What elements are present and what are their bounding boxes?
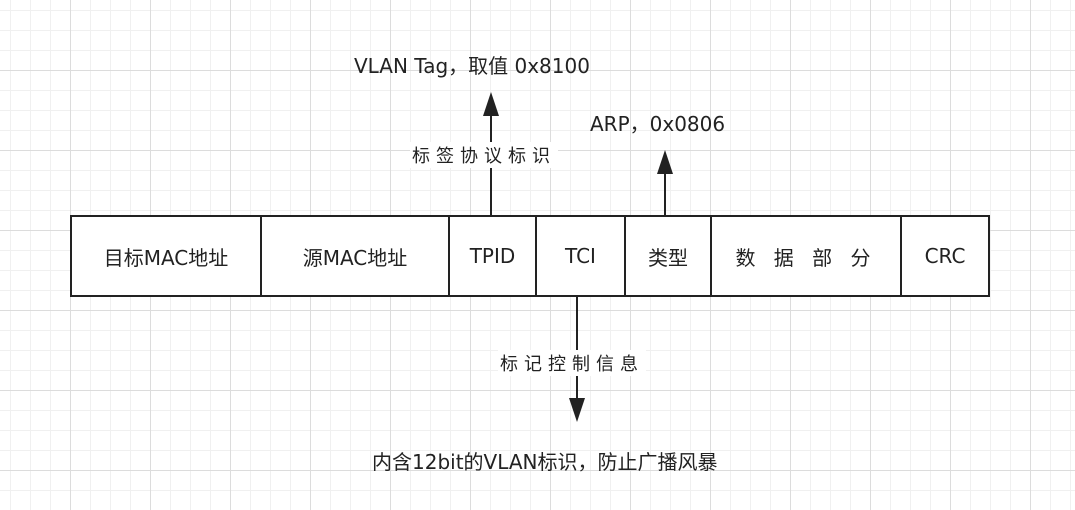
tci-meaning-label: 标记控制信息: [498, 350, 646, 376]
tpid-arrowhead-icon: [483, 92, 499, 116]
type-value-label: ARP，0x0806: [590, 112, 726, 136]
field-crc: CRC: [924, 244, 966, 268]
field-dest-mac: 目标MAC地址: [72, 217, 262, 295]
field-tci: TCI: [537, 217, 626, 295]
tpid-value-label: VLAN Tag，取值 0x8100: [354, 54, 590, 78]
type-connector: [664, 170, 666, 215]
type-arrowhead-icon: [657, 150, 673, 174]
tpid-meaning-label: 标签协议标识: [410, 142, 558, 168]
field-data: 数 据 部 分: [712, 217, 902, 295]
field-tpid: TPID: [450, 217, 537, 295]
field-type: 类型: [626, 217, 712, 295]
tci-arrowhead-icon: [569, 398, 585, 422]
ethernet-frame: 目标MAC地址 源MAC地址 TPID TCI 类型 数 据 部 分 CRC: [70, 215, 990, 297]
tci-connector: [576, 297, 578, 402]
field-src-mac: 源MAC地址: [262, 217, 450, 295]
tci-detail-label: 内含12bit的VLAN标识，防止广播风暴: [372, 450, 718, 474]
